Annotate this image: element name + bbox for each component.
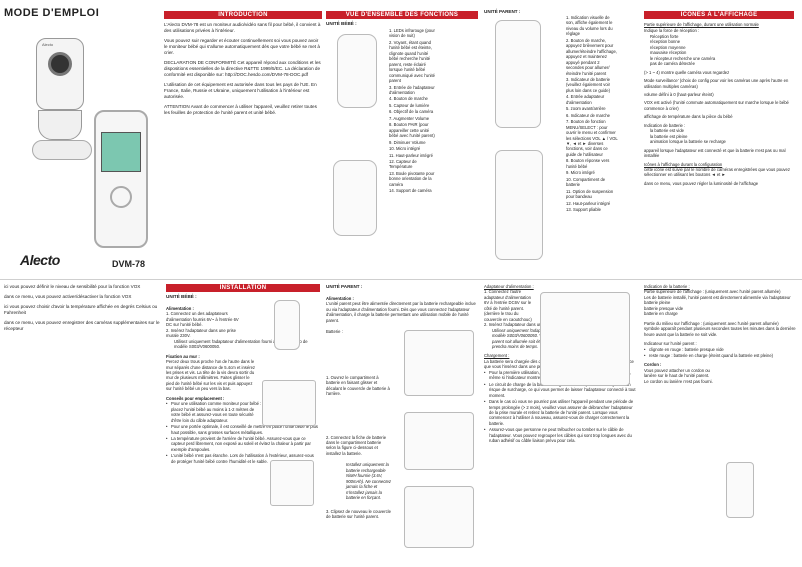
intro-p3: DECLARATION DE CONFORMITÉ Cet appareil r… (164, 59, 321, 77)
overview-baby-unit-drawing (337, 34, 377, 108)
baby-unit-label: UNITÉ BÉBÉ : (326, 21, 357, 26)
mode-title: MODE D'EMPLOI (4, 7, 100, 19)
battery-close-drawing (404, 486, 474, 548)
baby-unit-illustration: Alecto (28, 38, 88, 142)
install-baby-drawing (274, 300, 300, 350)
wall-mount-drawing (262, 380, 316, 426)
installation-baby-label: UNITÉ BÉBÉ : (166, 294, 197, 299)
parent-unit-list: 1. Indication visuelle de son, affiche é… (566, 15, 618, 212)
overview-baby-list: 1. LEDs infrarouge (pour vision de nuit)… (389, 28, 435, 194)
parent-install-label: UNITÉ PARENT : (326, 284, 363, 289)
battery-insert-drawing (404, 412, 474, 470)
battery-open-drawing (404, 330, 474, 396)
placement-drawing (270, 460, 314, 506)
intro-text: L'Alecto DVM-78 est un moniteur audio/vi… (164, 22, 322, 120)
brand-logo: Alecto (20, 252, 60, 268)
base-illustration (32, 140, 92, 160)
icons-header: ICÔNES À L'AFFICHAGE (644, 11, 794, 19)
installation-text: Alimentation : 1. Connectez un des adapt… (166, 306, 318, 465)
overview-header: VUE D'ENSEMBLE DES FONCTIONS (326, 11, 478, 19)
intro-p1: L'Alecto DVM-78 est un moniteur audio/vi… (164, 22, 321, 33)
parent-install-text: Alimentation : L'unité parent peut être … (326, 296, 476, 519)
parent-unit-label: UNITÉ PARENT : (484, 9, 521, 14)
intro-p4: L'utilisation de cet équipement est auto… (164, 81, 317, 99)
battery-indicator-section: Indication de la batterie : Partie supér… (644, 284, 796, 384)
installation-header: INSTALLATION (166, 284, 320, 292)
model-number: DVM-78 (112, 259, 146, 269)
vox-notes: ici vous pouvez définir le niveau de sen… (4, 284, 160, 331)
intro-header: INTRODUCTION (164, 11, 322, 19)
page-divider (0, 279, 802, 280)
device-brand: Alecto (42, 42, 54, 47)
adapter-drawing (540, 292, 630, 386)
overview-baby-unit-back (333, 160, 377, 236)
intro-p2: Vous pouvez suir regarder et écouter con… (164, 37, 320, 55)
parent-back-drawing (495, 150, 543, 260)
cord-drawing (726, 462, 754, 518)
intro-p5: ATTENTION Avant de commencer à utiliser … (164, 103, 317, 115)
parent-unit-illustration (94, 110, 148, 248)
parent-front-drawing (495, 20, 541, 128)
icons-section: Partie supérieure de l'affichage, durant… (644, 22, 790, 186)
